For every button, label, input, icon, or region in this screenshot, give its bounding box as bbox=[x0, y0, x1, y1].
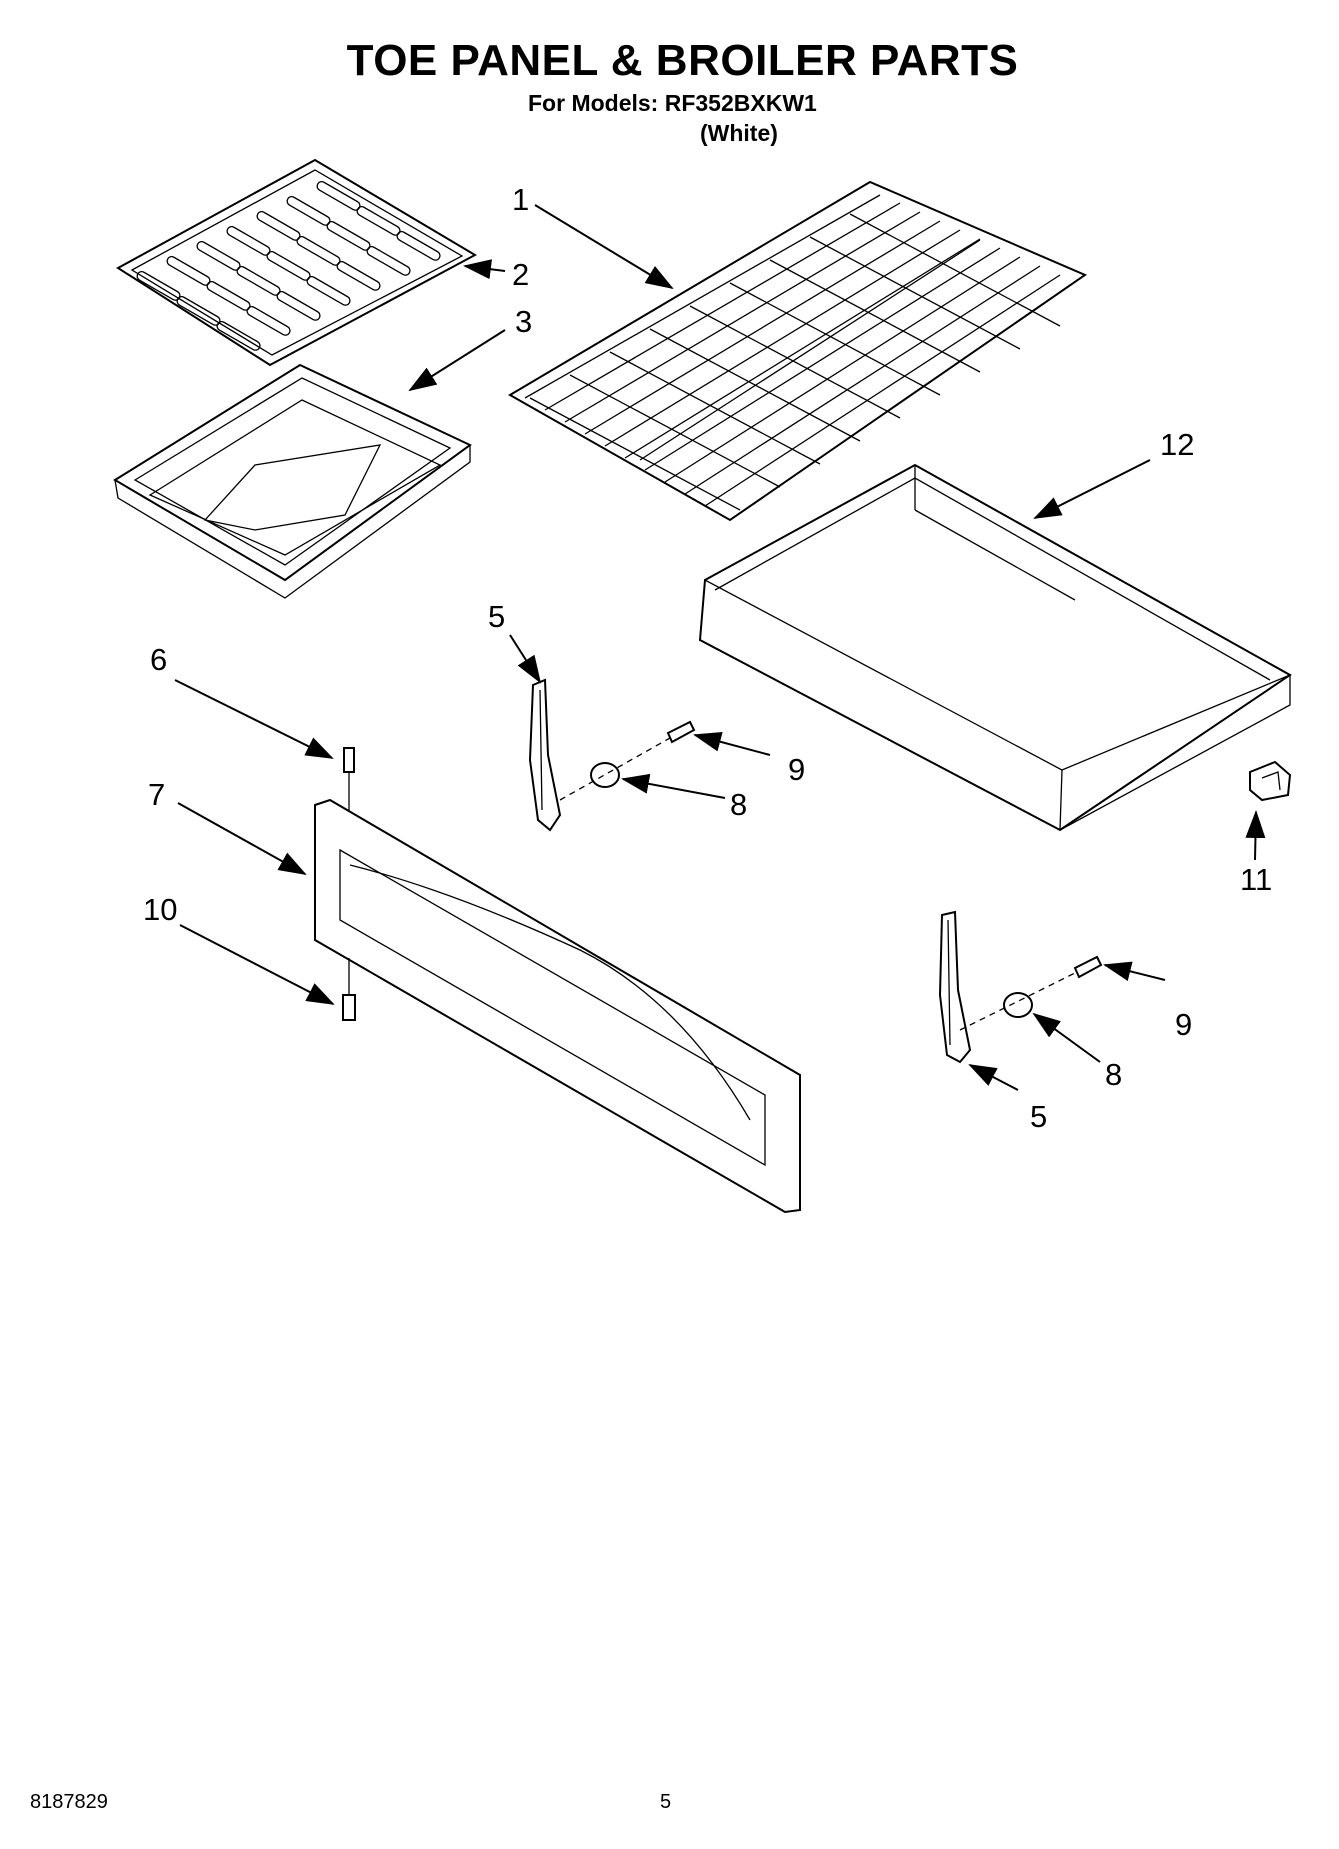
rail-bracket-upper-part bbox=[528, 678, 562, 832]
stud-part bbox=[343, 747, 355, 815]
callout-6: 6 bbox=[150, 642, 167, 677]
callout-9-upper: 9 bbox=[788, 752, 805, 787]
callout-11: 11 bbox=[1240, 862, 1272, 897]
callout-9-lower: 9 bbox=[1175, 1007, 1192, 1042]
screw-upper-part bbox=[666, 720, 696, 744]
callout-2: 2 bbox=[512, 257, 529, 292]
panel-screw-part bbox=[342, 958, 356, 1021]
toe-panel-part bbox=[314, 798, 801, 1214]
callout-12: 12 bbox=[1160, 427, 1194, 462]
broiler-grid-part bbox=[116, 158, 478, 367]
drawer-clip-part bbox=[1249, 760, 1292, 802]
callout-3: 3 bbox=[515, 304, 532, 339]
page-number: 5 bbox=[660, 1791, 672, 1813]
callout-5-lower: 5 bbox=[1030, 1099, 1047, 1134]
spacer-lower-part bbox=[1003, 992, 1033, 1018]
page-title: TOE PANEL & BROILER PARTS bbox=[346, 36, 1019, 85]
broiler-pan-part bbox=[113, 363, 472, 599]
callout-1: 1 bbox=[512, 182, 529, 217]
rail-bracket-lower-part bbox=[938, 910, 972, 1064]
callout-7: 7 bbox=[148, 777, 165, 812]
callout-8-upper: 8 bbox=[730, 787, 747, 822]
callout-10: 10 bbox=[143, 892, 177, 927]
leader-lines bbox=[174, 204, 1266, 1091]
models-line: For Models: RF352BXKW1 bbox=[528, 90, 817, 116]
document-number: 8187829 bbox=[30, 1791, 108, 1813]
callout-8-lower: 8 bbox=[1105, 1057, 1122, 1092]
color-line: (White) bbox=[700, 120, 778, 146]
screw-lower-part bbox=[1073, 955, 1103, 979]
callout-5-upper: 5 bbox=[488, 599, 505, 634]
oven-rack-part bbox=[508, 180, 1088, 522]
spacer-upper-part bbox=[590, 762, 620, 788]
drawer-part bbox=[698, 463, 1292, 832]
